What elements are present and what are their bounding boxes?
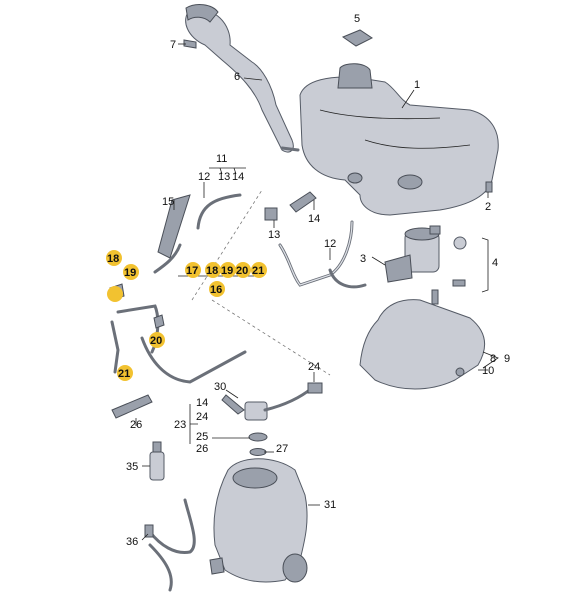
highlight-circle	[205, 262, 221, 278]
highlight-circle	[149, 332, 165, 348]
label-18b: 18	[206, 265, 218, 277]
label-9: 9	[504, 353, 510, 365]
label-13b: 13	[268, 229, 280, 241]
label-1: 1	[414, 79, 420, 91]
label-20b: 20	[236, 265, 248, 277]
label-19b: 19	[221, 265, 233, 277]
heater-unit	[209, 458, 308, 583]
label-35: 35	[126, 461, 138, 473]
fuel-tank	[299, 63, 499, 216]
highlight-markers	[106, 250, 267, 381]
label-14b: 14	[308, 213, 320, 225]
highlight-circle	[107, 286, 123, 302]
label-25: 25	[196, 431, 208, 443]
label-4: 4	[492, 257, 498, 269]
label-18a: 18	[107, 253, 119, 265]
label-21b: 21	[252, 265, 264, 277]
label-24a: 24	[308, 361, 320, 373]
label-24b: 24	[196, 411, 208, 423]
label-36: 36	[126, 536, 138, 548]
label-31: 31	[324, 499, 336, 511]
label-12a: 12	[198, 171, 210, 183]
filler-neck	[185, 4, 300, 153]
label-19a: 19	[124, 267, 136, 279]
label-30: 30	[214, 381, 226, 393]
label-15: 15	[162, 196, 174, 208]
wiring-harness	[109, 194, 247, 384]
highlight-circle	[235, 262, 251, 278]
pump-assembly	[384, 225, 467, 305]
clip-part-5	[341, 29, 373, 47]
protective-plate	[359, 299, 486, 390]
highlight-circle	[209, 281, 225, 297]
highlight-circle	[106, 250, 122, 266]
label-23: 23	[174, 419, 186, 431]
highlight-circle	[185, 262, 201, 278]
label-20a: 20	[150, 335, 162, 347]
highlight-circle	[123, 264, 139, 280]
label-17: 17	[186, 265, 198, 277]
label-2: 2	[485, 201, 491, 213]
label-10: 10	[482, 365, 494, 377]
label-3: 3	[360, 253, 366, 265]
label-13a: 13	[218, 171, 230, 183]
label-7: 7	[170, 39, 176, 51]
bottle-part-35	[149, 441, 165, 481]
sensor-assembly	[221, 382, 323, 456]
label-14c: 14	[196, 397, 208, 409]
bolt-part-2	[485, 181, 493, 193]
vent-lines	[196, 191, 367, 289]
label-26a: 26	[196, 443, 208, 455]
label-26b: 26	[130, 419, 142, 431]
part-labels: 1 2 3 4 5 6 7 8 9 10 11 12 13 14 15 13 1…	[107, 13, 510, 548]
label-8: 8	[490, 353, 496, 365]
label-5: 5	[354, 13, 360, 25]
highlight-circle	[220, 262, 236, 278]
highlight-circle	[117, 365, 133, 381]
bracket-part-26	[111, 394, 153, 419]
label-11: 11	[216, 153, 227, 165]
label-6: 6	[234, 71, 240, 83]
cable-part-36	[144, 498, 196, 592]
label-14a: 14	[232, 171, 244, 183]
label-12b: 12	[324, 238, 336, 250]
highlight-circle	[251, 262, 267, 278]
label-27: 27	[276, 443, 288, 455]
label-16: 16	[210, 284, 222, 296]
label-21a: 21	[118, 368, 130, 380]
